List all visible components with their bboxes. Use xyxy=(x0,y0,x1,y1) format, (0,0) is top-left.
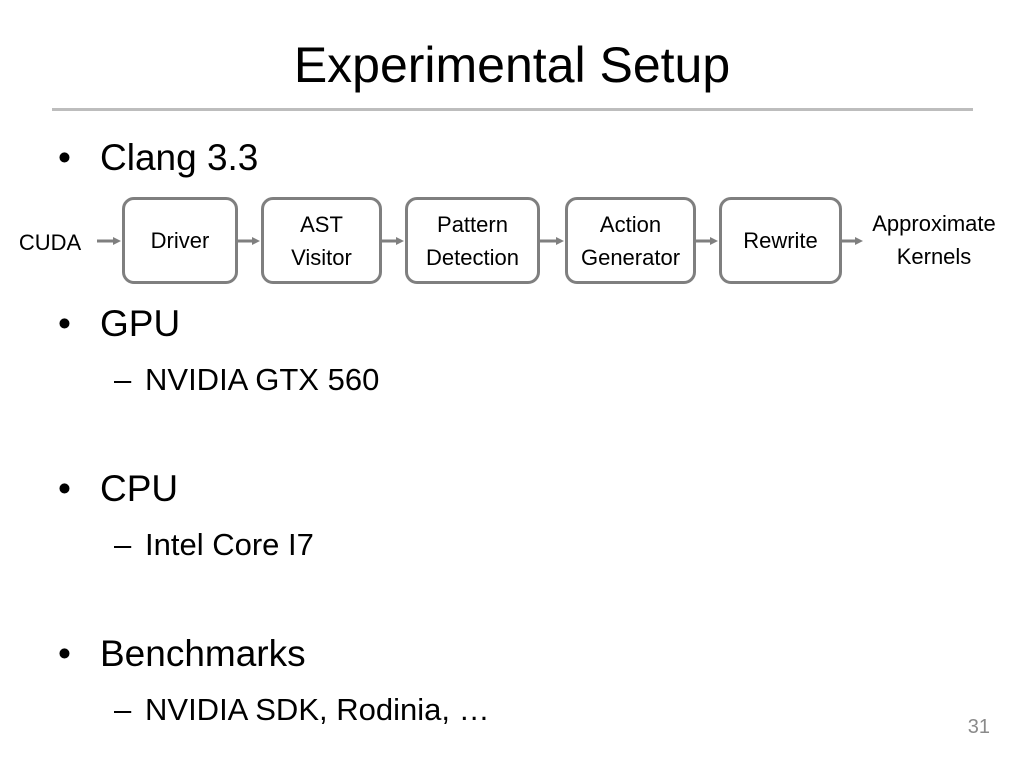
sub-bullet-dash: – xyxy=(114,362,132,397)
title-divider xyxy=(52,108,973,111)
bullet-clang-text: Clang 3.3 xyxy=(100,137,259,178)
bullet-dot: • xyxy=(58,137,71,178)
bullet-dot: • xyxy=(58,468,71,509)
sub-bullet-cpu: –Intel Core I7 xyxy=(114,526,314,564)
sub-bullet-gpu-text: NVIDIA GTX 560 xyxy=(145,362,380,397)
pipeline-output-label: Approximate Kernels xyxy=(872,211,996,269)
bullet-dot: • xyxy=(58,303,71,344)
bullet-benchmarks-text: Benchmarks xyxy=(100,633,306,674)
sub-bullet-benchmarks-text: NVIDIA SDK, Rodinia, … xyxy=(145,692,490,727)
slide-title: Experimental Setup xyxy=(293,37,731,93)
stage-rewrite: Rewrite xyxy=(719,197,842,284)
sub-bullet-cpu-text: Intel Core I7 xyxy=(145,527,314,562)
page-number: 31 xyxy=(967,716,990,738)
sub-bullet-dash: – xyxy=(114,692,132,727)
sub-bullet-dash: – xyxy=(114,527,132,562)
bullet-clang: • Clang 3.3 xyxy=(58,136,258,180)
bullet-cpu: • CPU xyxy=(58,467,178,511)
stage-ast-visitor: AST Visitor xyxy=(261,197,382,284)
bullet-benchmarks: • Benchmarks xyxy=(58,632,306,676)
bullet-gpu-text: GPU xyxy=(100,303,181,344)
bullet-dot: • xyxy=(58,633,71,674)
stage-action-generator: Action Generator xyxy=(565,197,696,284)
bullet-gpu: • GPU xyxy=(58,302,180,346)
stage-pattern-detection: Pattern Detection xyxy=(405,197,540,284)
sub-bullet-benchmarks: –NVIDIA SDK, Rodinia, … xyxy=(114,691,490,729)
pipeline-input-label: CUDA xyxy=(18,230,82,255)
bullet-cpu-text: CPU xyxy=(100,468,179,509)
stage-driver: Driver xyxy=(122,197,238,284)
sub-bullet-gpu: –NVIDIA GTX 560 xyxy=(114,361,379,399)
